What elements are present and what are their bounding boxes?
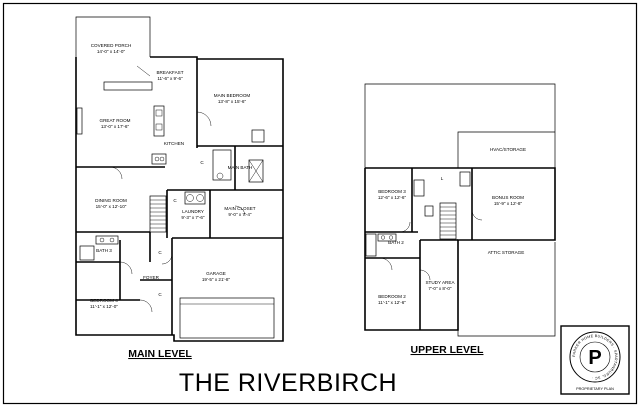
upper-level-caption: UPPER LEVEL: [411, 344, 485, 356]
breakfast-dim: 11'-6" x 9'-6": [157, 76, 183, 81]
bedroom-4-dim: 11'-1" x 12'-0": [90, 304, 118, 309]
bath-2-label: BATH 2: [388, 240, 404, 245]
plan-title: THE RIVERBIRCH: [179, 369, 397, 397]
bonus-room-label: BONUS ROOM: [492, 195, 524, 200]
breakfast-label: BREAKFAST: [156, 70, 183, 75]
covered-porch-label: COVERED PORCH: [91, 43, 132, 48]
garage-dim: 19'-5" x 21'-8": [202, 277, 231, 282]
upper-walls: [364, 167, 556, 331]
logo-caption: PROPRIETARY PLAN: [576, 387, 614, 391]
main-closet-letter-1: C: [158, 250, 162, 255]
main-fixtures: [76, 65, 275, 339]
main-closet-letter-3: C: [200, 160, 204, 165]
foyer-label: FOYER: [143, 275, 160, 280]
hvac-storage-label: HVAC/STORAGE: [490, 147, 526, 152]
attic-storage-label: ATTIC STORAGE: [488, 250, 525, 255]
bedroom-3-label: BEDROOM 3: [378, 189, 406, 194]
main-level-caption: MAIN LEVEL: [128, 348, 192, 360]
main-exterior-walls: [75, 16, 284, 342]
laundry-label: LAUNDRY: [182, 209, 204, 214]
upper-linen-letter: L: [441, 176, 444, 181]
study-area-label: STUDY AREA: [425, 280, 455, 285]
covered-porch-dim: 14'-0" x 14'-0": [97, 49, 126, 54]
main-closet-letter-4: C: [173, 198, 177, 203]
dining-room-label: DINING ROOM: [95, 198, 127, 203]
main-bedroom-label: MAIN BEDROOM: [214, 93, 251, 98]
main-level-plan: C C C C COVERED PORCH 14'-0" x 14'-0" BR…: [75, 16, 284, 342]
study-area-dim: 7'-0" x 8'-0": [428, 286, 452, 291]
bonus-room-dim: 15'-9" x 12'-8": [494, 201, 523, 206]
main-interior-walls: [76, 59, 283, 335]
bedroom-2-dim: 11'-1" x 12'-6": [378, 300, 406, 305]
bedroom-4-label: BEDROOM 4: [90, 298, 118, 303]
great-room-label: GREAT ROOM: [100, 118, 131, 123]
main-closet-dim: 9'-0" x 7'-4": [228, 212, 252, 217]
garage-label: GARAGE: [206, 271, 226, 276]
main-bedroom-dim: 13'-8" x 15'-6": [218, 99, 247, 104]
builder-logo: PARKER HOME BUILDERS · SPARTANBURG, SC ·…: [560, 325, 630, 395]
upper-fixtures: [365, 171, 483, 281]
main-bath-label: MAIN BATH: [228, 165, 253, 170]
upper-level-plan: L HVAC/STORAGE BEDROOM 3 12'-6" x 12'-6"…: [364, 83, 556, 337]
kitchen-label: KITCHEN: [164, 141, 184, 146]
logo-letter: P: [588, 347, 601, 369]
main-closet-letter-2: C: [158, 292, 162, 297]
bedroom-2-label: BEDROOM 2: [378, 294, 406, 299]
dining-room-dim: 15'-0" x 12'-10": [96, 204, 127, 209]
great-room-dim: 13'-0" x 17'-6": [101, 124, 130, 129]
laundry-dim: 9'-3" x 7'-6": [181, 215, 205, 220]
bedroom-3-dim: 12'-6" x 12'-6": [378, 195, 407, 200]
main-closet-label: MAIN CLOSET: [224, 206, 255, 211]
bath-3-label: BATH 3: [96, 248, 112, 253]
